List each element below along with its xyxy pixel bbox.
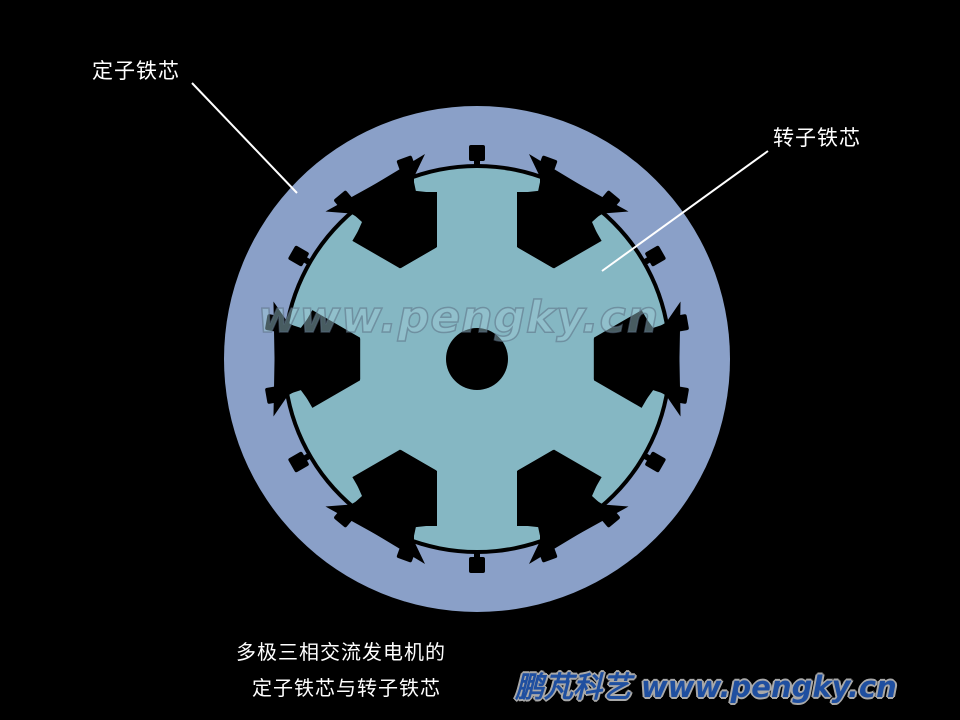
watermark: www.pengky.cn — [257, 291, 660, 344]
caption-line-1: 多极三相交流发电机的 — [236, 640, 446, 664]
brand-logo: 鹏芃科艺 www.pengky.cn — [515, 664, 897, 706]
caption-line-2: 定子铁芯与转子铁芯 — [252, 676, 441, 700]
stator-leader-line — [191, 82, 298, 194]
brand-url: www.pengky.cn — [641, 670, 897, 704]
brand-name: 鹏芃科艺 — [515, 670, 632, 704]
shaft-hole — [446, 328, 508, 390]
rotor-core-label: 转子铁芯 — [773, 126, 861, 150]
stator-core-label: 定子铁芯 — [92, 59, 180, 83]
rotor-leader-line — [601, 150, 769, 272]
